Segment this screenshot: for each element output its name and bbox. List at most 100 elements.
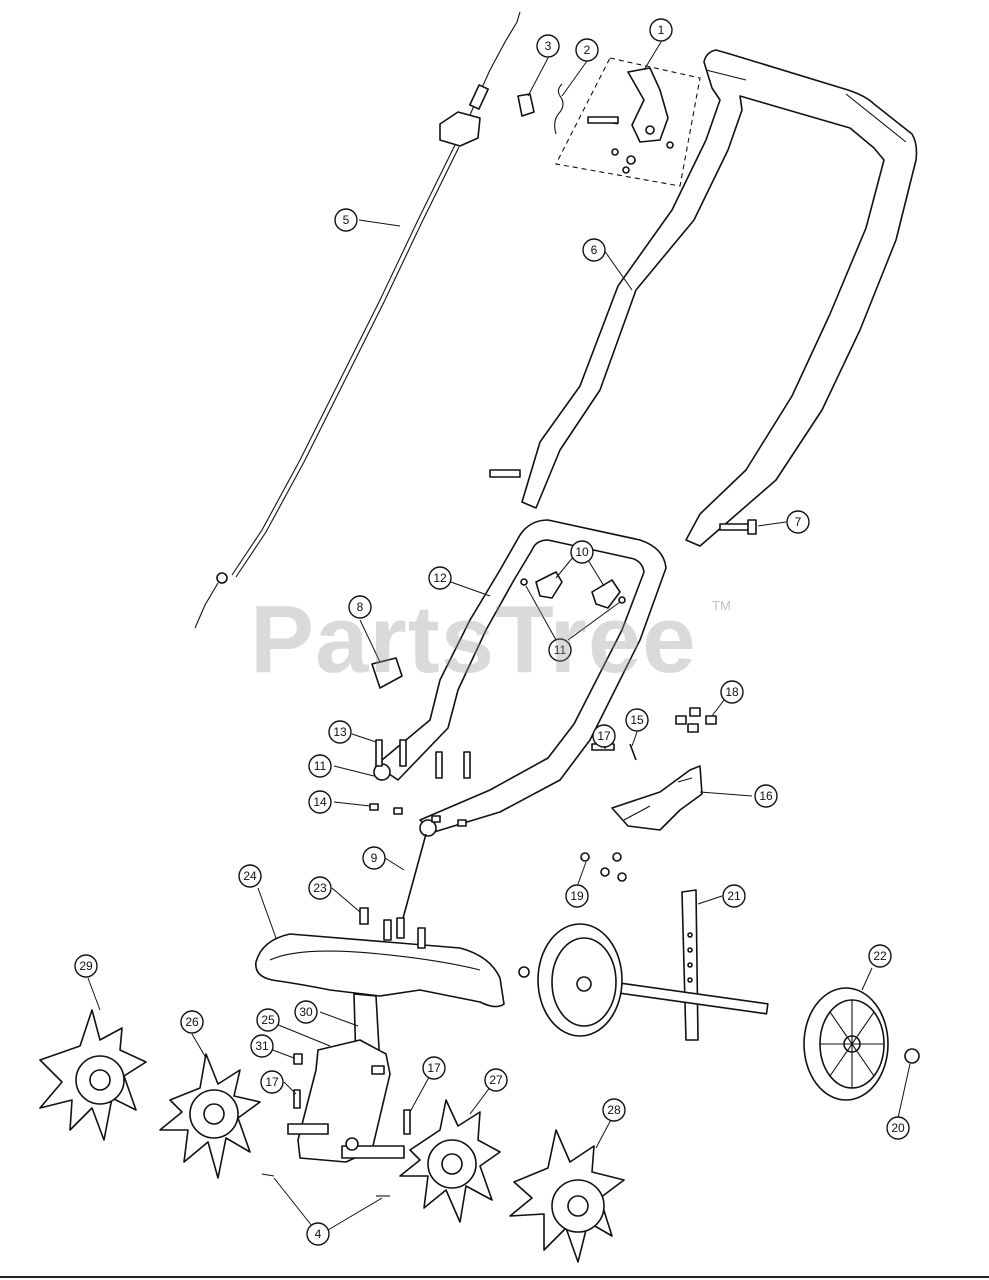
svg-text:21: 21 bbox=[727, 889, 741, 903]
svg-text:22: 22 bbox=[873, 949, 887, 963]
upper-handle-part bbox=[489, 49, 918, 547]
tine-shield-part-24 bbox=[255, 933, 505, 1008]
callout-31: 31 bbox=[250, 1034, 274, 1058]
callout-27: 27 bbox=[484, 1068, 508, 1092]
svg-text:26: 26 bbox=[185, 1015, 199, 1029]
svg-text:23: 23 bbox=[313, 881, 327, 895]
svg-text:29: 29 bbox=[79, 959, 93, 973]
callout-26: 26 bbox=[180, 1010, 204, 1034]
callout-25: 25 bbox=[256, 1008, 280, 1032]
callout-11b: 11 bbox=[308, 754, 332, 778]
callout-24: 24 bbox=[238, 864, 262, 888]
callout-19: 19 bbox=[565, 884, 589, 908]
callout-9: 9 bbox=[362, 846, 386, 870]
callout-20: 20 bbox=[886, 1116, 910, 1140]
bolts-part-13 bbox=[375, 739, 471, 779]
callout-14: 14 bbox=[308, 790, 332, 814]
svg-text:9: 9 bbox=[371, 851, 378, 865]
bolt-part-31 bbox=[293, 1053, 303, 1065]
leader-lines bbox=[87, 41, 911, 1231]
svg-text:17: 17 bbox=[597, 729, 611, 743]
svg-text:11: 11 bbox=[554, 643, 567, 657]
callout-16: 16 bbox=[754, 784, 778, 808]
throttle-cable-part bbox=[194, 11, 521, 629]
callout-15: 15 bbox=[625, 708, 649, 732]
depth-bracket-part-16 bbox=[611, 765, 703, 831]
callout-10: 10 bbox=[570, 540, 594, 564]
svg-text:17: 17 bbox=[427, 1061, 441, 1075]
transmission-part bbox=[287, 993, 405, 1163]
svg-text:8: 8 bbox=[357, 600, 364, 614]
svg-text:19: 19 bbox=[570, 889, 584, 903]
lower-handle-part bbox=[373, 519, 667, 837]
svg-text:30: 30 bbox=[299, 1005, 313, 1019]
svg-text:17: 17 bbox=[265, 1075, 279, 1089]
callout-18: 18 bbox=[720, 680, 744, 704]
callout-12: 12 bbox=[428, 566, 452, 590]
svg-text:6: 6 bbox=[591, 243, 598, 257]
callout-17c: 17 bbox=[422, 1056, 446, 1080]
tine-part-29 bbox=[39, 1009, 147, 1141]
bottom-border bbox=[0, 1276, 989, 1278]
svg-text:16: 16 bbox=[759, 789, 773, 803]
callout-5: 5 bbox=[334, 208, 358, 232]
nuts-part-19 bbox=[580, 852, 627, 882]
rod-part-9 bbox=[401, 833, 427, 923]
svg-text:20: 20 bbox=[891, 1121, 905, 1135]
svg-text:11: 11 bbox=[314, 759, 327, 773]
nuts-part-14 bbox=[369, 803, 467, 827]
svg-text:24: 24 bbox=[243, 869, 257, 883]
svg-text:14: 14 bbox=[313, 795, 327, 809]
tine-part-27 bbox=[399, 1099, 501, 1223]
svg-text:2: 2 bbox=[584, 43, 591, 57]
callout-6: 6 bbox=[582, 238, 606, 262]
spring-part bbox=[554, 83, 564, 135]
bracket-part-8 bbox=[371, 657, 403, 689]
callout-11a: 11 bbox=[548, 638, 572, 662]
callout-2: 2 bbox=[575, 38, 599, 62]
svg-text:1: 1 bbox=[658, 23, 665, 37]
callout-13: 13 bbox=[328, 720, 352, 744]
svg-text:10: 10 bbox=[575, 545, 589, 559]
svg-text:3: 3 bbox=[545, 39, 552, 53]
callout-1: 1 bbox=[649, 18, 673, 42]
svg-text:4: 4 bbox=[315, 1227, 322, 1241]
callout-28: 28 bbox=[602, 1098, 626, 1122]
svg-text:15: 15 bbox=[630, 713, 644, 727]
left-wheel-part bbox=[537, 923, 623, 1037]
svg-text:18: 18 bbox=[725, 685, 739, 699]
wheel-bracket-part-21 bbox=[518, 889, 769, 1041]
callout-22: 22 bbox=[868, 944, 892, 968]
svg-text:12: 12 bbox=[433, 571, 447, 585]
callout-23: 23 bbox=[308, 876, 332, 900]
pins-part-17 bbox=[293, 1089, 411, 1135]
callout-3: 3 bbox=[536, 34, 560, 58]
knob-part bbox=[520, 571, 626, 609]
callout-29: 29 bbox=[74, 954, 98, 978]
callout-4: 4 bbox=[306, 1222, 330, 1246]
right-wheel-part-22 bbox=[803, 987, 889, 1101]
svg-text:13: 13 bbox=[333, 725, 347, 739]
callout-17b: 17 bbox=[260, 1070, 284, 1094]
tine-part-28 bbox=[509, 1129, 625, 1263]
callout-21: 21 bbox=[722, 884, 746, 908]
clips-part-4 bbox=[261, 1173, 390, 1197]
callout-8: 8 bbox=[348, 595, 372, 619]
svg-text:25: 25 bbox=[261, 1013, 275, 1027]
svg-text:28: 28 bbox=[607, 1103, 621, 1117]
svg-text:27: 27 bbox=[489, 1073, 503, 1087]
nut-part-20 bbox=[904, 1048, 920, 1064]
control-lever-part bbox=[555, 57, 701, 187]
trademark-mark: TM bbox=[712, 598, 731, 613]
callout-30: 30 bbox=[294, 1000, 318, 1024]
svg-text:5: 5 bbox=[343, 213, 350, 227]
clip-part bbox=[517, 93, 535, 117]
tine-part-26 bbox=[159, 1053, 261, 1179]
bolt-part-7 bbox=[719, 519, 757, 535]
callout-7: 7 bbox=[786, 510, 810, 534]
svg-text:7: 7 bbox=[795, 515, 802, 529]
callout-17a: 17 bbox=[592, 724, 616, 748]
bolts-part-23 bbox=[359, 907, 426, 949]
svg-text:31: 31 bbox=[255, 1039, 269, 1053]
